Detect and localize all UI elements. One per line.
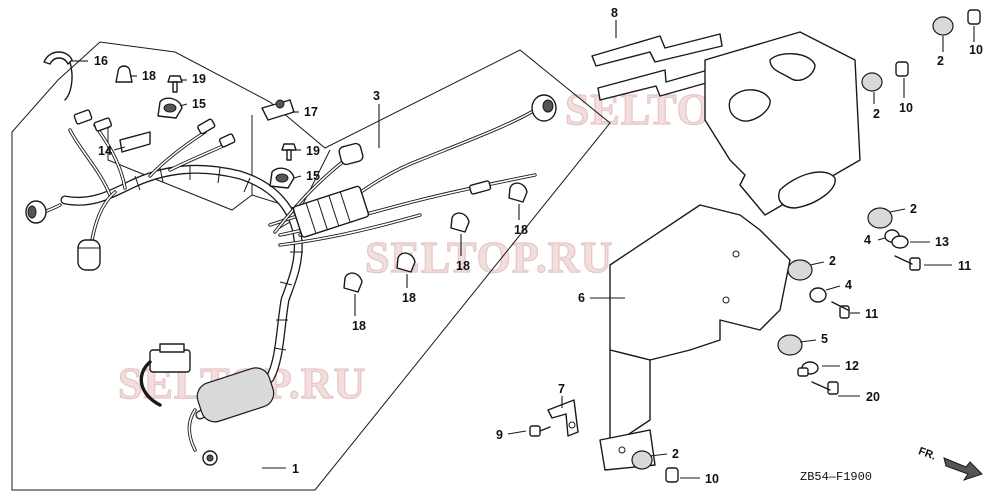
callout-c15b: 15 (293, 169, 320, 183)
callout-c2e: 2 (649, 447, 679, 461)
small-parts (43, 51, 528, 293)
callout-number: 18 (514, 223, 528, 237)
callout-number: 14 (98, 144, 112, 158)
callout-number: 2 (672, 447, 679, 461)
callout-group: 1222223445678910101011111213141515161718… (72, 6, 983, 486)
callout-c3: 3 (373, 89, 380, 148)
callout-c12: 12 (822, 359, 859, 373)
callout-c14: 14 (98, 144, 126, 158)
cover-assembly (529, 9, 981, 483)
callout-c8: 8 (611, 6, 618, 38)
leader-line (799, 339, 817, 343)
callout-c20: 20 (838, 390, 880, 404)
callout-number: 11 (958, 259, 971, 273)
leader-line (649, 453, 668, 457)
callout-c6: 6 (578, 291, 625, 305)
callout-number: 13 (935, 235, 949, 249)
callout-number: 19 (306, 144, 320, 158)
callout-number: 20 (866, 390, 880, 404)
callout-number: 11 (865, 307, 878, 321)
callout-number: 1 (292, 462, 299, 476)
callout-c10c: 10 (680, 472, 719, 486)
callout-number: 6 (578, 291, 585, 305)
harness-connectors (25, 94, 557, 466)
callout-number: 4 (864, 233, 871, 247)
callout-c4a: 4 (864, 233, 886, 247)
callout-c10a: 10 (969, 26, 983, 57)
callout-c10b: 10 (899, 78, 913, 115)
callout-c2c: 2 (889, 202, 917, 216)
callout-number: 10 (899, 101, 913, 115)
callout-c4b: 4 (825, 278, 852, 292)
callout-number: 10 (705, 472, 719, 486)
leader-line (809, 261, 825, 266)
callout-number: 19 (192, 72, 206, 86)
leader-line (877, 237, 886, 241)
leader-line (825, 285, 841, 291)
leader-line (113, 146, 126, 151)
diagram-code: ZB54—F1900 (800, 470, 872, 484)
callout-c11a: 11 (924, 259, 971, 273)
callout-number: 8 (611, 6, 618, 20)
callout-number: 15 (306, 169, 320, 183)
callout-number: 12 (845, 359, 859, 373)
callout-number: 18 (142, 69, 156, 83)
callout-c7: 7 (558, 382, 565, 408)
callout-c2a: 2 (937, 36, 944, 68)
callout-number: 18 (352, 319, 366, 333)
callout-c18d: 18 (456, 234, 470, 273)
leader-line (293, 175, 302, 179)
callout-c5: 5 (799, 332, 828, 346)
callout-number: 18 (402, 291, 416, 305)
callout-number: 5 (821, 332, 828, 346)
callout-c9: 9 (496, 428, 527, 442)
callout-number: 18 (456, 259, 470, 273)
leader-line (889, 208, 906, 213)
callout-number: 3 (373, 89, 380, 103)
callout-c18b: 18 (352, 294, 366, 333)
callout-number: 17 (304, 105, 318, 119)
callout-c19a: 19 (182, 72, 206, 86)
callout-c18e: 18 (514, 204, 528, 237)
callout-c2d: 2 (809, 254, 836, 268)
callout-c18c: 18 (402, 274, 416, 305)
callout-c17: 17 (292, 105, 318, 119)
callout-c18a: 18 (130, 69, 156, 83)
leader-line (179, 103, 188, 107)
callout-c19b: 19 (296, 144, 320, 158)
callout-c13: 13 (910, 235, 949, 249)
callout-number: 2 (910, 202, 917, 216)
leader-line (507, 430, 527, 435)
callout-number: 7 (558, 382, 565, 396)
callout-c15a: 15 (179, 97, 206, 111)
fr-label: FR. (917, 445, 938, 462)
callout-number: 9 (496, 428, 503, 442)
callout-c11b: 11 (850, 307, 878, 321)
callout-c16: 16 (72, 54, 108, 68)
callout-number: 2 (829, 254, 836, 268)
callout-number: 16 (94, 54, 108, 68)
callout-number: 2 (937, 54, 944, 68)
callout-c2b: 2 (873, 92, 880, 121)
front-direction-indicator: FR. (917, 445, 983, 481)
callout-number: 2 (873, 107, 880, 121)
callout-number: 10 (969, 43, 983, 57)
callout-number: 15 (192, 97, 206, 111)
callout-number: 4 (845, 278, 852, 292)
callout-c1: 1 (262, 462, 299, 476)
